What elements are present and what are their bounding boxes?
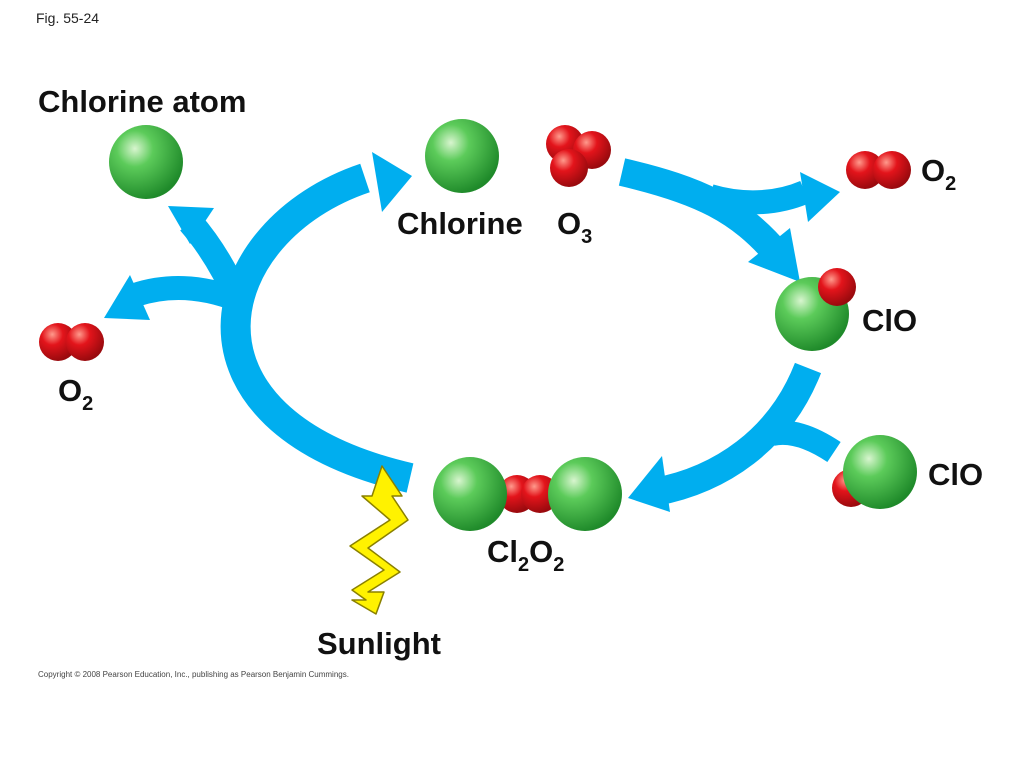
- figure-label: Fig. 55-24: [36, 10, 100, 26]
- chlorine-atom-sphere: [109, 125, 183, 199]
- clo-lower-label: ClO: [928, 457, 984, 492]
- clo-upper-label: ClO: [862, 303, 918, 338]
- arrow-cl2o2-to-chlorine: [220, 163, 414, 493]
- o3-molecule: [546, 125, 611, 187]
- o2-top-label: O2: [921, 153, 957, 195]
- sunlight-label: Sunlight: [317, 626, 441, 661]
- chlorine-label: Chlorine: [397, 206, 523, 241]
- clo-molecule-lower: [832, 435, 917, 509]
- o2-molecule-left: [39, 323, 104, 361]
- arrow-clo-to-cl2o2: [652, 362, 822, 506]
- arrow-branch-to-o2-left: [131, 276, 243, 312]
- arrow-branch-to-o2-top: [706, 180, 810, 215]
- arrowhead-to-o2-top: [800, 172, 840, 222]
- chlorine-sphere: [425, 119, 499, 193]
- o2-left-label: O2: [58, 373, 94, 415]
- sunlight-lightning-icon: [349, 465, 409, 615]
- arrowhead-to-clo: [748, 228, 800, 282]
- arrow-branch-from-lower-clo: [769, 420, 841, 463]
- chlorine-atom-label: Chlorine atom: [38, 84, 247, 119]
- arrowhead-to-cl2o2: [628, 456, 670, 512]
- copyright-text: Copyright © 2008 Pearson Education, Inc.…: [38, 670, 349, 679]
- clo-molecule-upper: [775, 268, 856, 351]
- arrowhead-to-chlorine-atom: [168, 206, 214, 244]
- arrowhead-to-o2-left: [104, 275, 150, 320]
- arrowhead-to-chlorine: [372, 152, 412, 212]
- cl2o2-molecule: [433, 457, 622, 531]
- cycle-arrows: [104, 152, 841, 512]
- o3-label: O3: [557, 206, 593, 248]
- o2-molecule-top: [846, 151, 911, 189]
- cl2o2-label: Cl2O2: [487, 534, 565, 576]
